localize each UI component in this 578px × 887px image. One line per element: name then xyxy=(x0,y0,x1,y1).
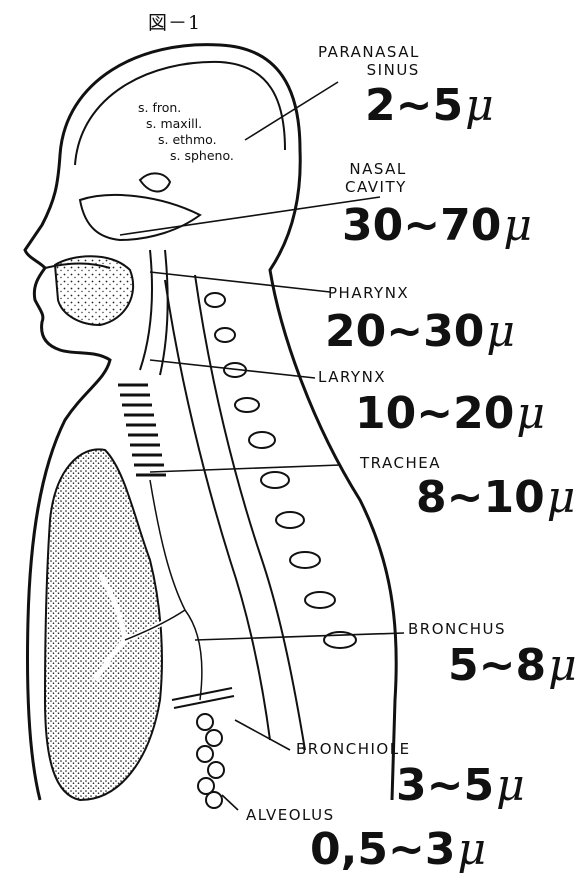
region-label: NASAL CAVITY xyxy=(345,160,407,196)
nasal-cavity-shape xyxy=(80,195,200,240)
region-size: 5~8μ xyxy=(448,644,577,688)
region-size: 0,5~3μ xyxy=(310,828,486,872)
region-label: ALVEOLUS xyxy=(246,806,335,824)
mu-symbol: μ xyxy=(548,644,577,688)
region-label: LARYNX xyxy=(318,368,386,386)
pharynx-tube xyxy=(140,250,152,370)
size-value: 5~8 xyxy=(448,640,546,691)
sinus-list: s. fron. s. maxill. s. ethmo. s. spheno. xyxy=(138,100,234,164)
figure-title: 図－1 xyxy=(148,8,201,35)
mu-symbol: μ xyxy=(516,392,545,436)
sinus-shape xyxy=(140,173,170,191)
size-value: 8~10 xyxy=(416,472,545,523)
size-value: 0,5~3 xyxy=(310,824,455,875)
trachea-rings xyxy=(118,385,166,475)
region-label: TRACHEA xyxy=(360,454,441,472)
region-size: 30~70μ xyxy=(342,204,532,248)
mu-symbol: μ xyxy=(465,84,494,128)
region-label: BRONCHUS xyxy=(408,620,506,638)
mu-symbol: μ xyxy=(496,764,525,808)
spine-front xyxy=(165,280,270,740)
size-value: 30~70 xyxy=(342,200,501,251)
mu-symbol: μ xyxy=(547,476,576,520)
region-label: PARANASAL SINUS xyxy=(318,43,420,79)
mu-symbol: μ xyxy=(503,204,532,248)
sinus-item: s. ethmo. xyxy=(158,132,234,148)
size-value: 10~20 xyxy=(355,388,514,439)
sinus-item: s. fron. xyxy=(138,100,234,116)
size-value: 3~5 xyxy=(396,760,494,811)
region-size: 8~10μ xyxy=(416,476,575,520)
region-size: 20~30μ xyxy=(325,310,515,354)
mu-symbol: μ xyxy=(457,828,486,872)
region-size: 2~5μ xyxy=(365,84,494,128)
pharynx-tube-2 xyxy=(160,250,168,375)
lung-shape xyxy=(45,449,162,800)
alveoli xyxy=(172,688,234,808)
size-value: 2~5 xyxy=(365,80,463,131)
region-label: BRONCHIOLE xyxy=(296,740,411,758)
size-value: 20~30 xyxy=(325,306,484,357)
tongue-shape xyxy=(55,256,133,325)
region-label: PHARYNX xyxy=(328,284,409,302)
sinus-item: s. maxill. xyxy=(146,116,234,132)
region-size: 10~20μ xyxy=(355,392,545,436)
sinus-item: s. spheno. xyxy=(170,148,234,164)
region-size: 3~5μ xyxy=(396,764,525,808)
mu-symbol: μ xyxy=(486,310,515,354)
